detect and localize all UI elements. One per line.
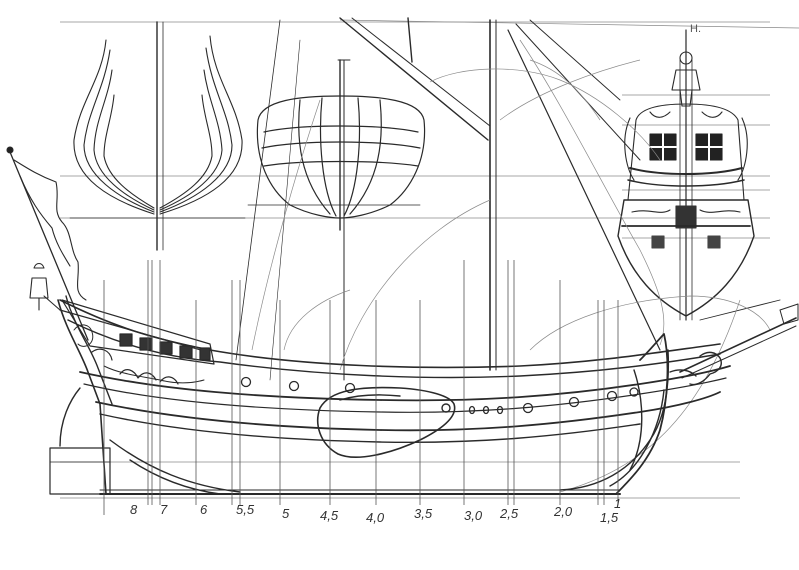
station-label-6: 6 <box>200 502 208 517</box>
station-label-1-5: 1,5 <box>600 510 619 525</box>
sail-outlines <box>251 39 771 493</box>
station-label-2-0: 2,0 <box>553 504 573 519</box>
station-lines <box>103 260 619 515</box>
body-plan-bow <box>69 21 246 251</box>
stern-view <box>617 29 755 321</box>
stern-flag <box>6 146 89 341</box>
station-label-5-5: 5,5 <box>236 502 255 517</box>
station-label-3-0: 3,0 <box>464 508 483 523</box>
stern-lantern <box>29 262 61 311</box>
station-label-7: 7 <box>160 502 168 517</box>
station-label-4-0: 4,0 <box>366 510 385 525</box>
body-plan-stern <box>247 59 426 231</box>
station-label-1: 1 <box>614 496 621 511</box>
station-label-4-5: 4,5 <box>320 508 339 523</box>
stern-castle <box>59 299 215 385</box>
station-label-8: 8 <box>130 502 138 517</box>
station-label-2-5: 2,5 <box>499 506 519 521</box>
stern-view-mark: H. <box>690 23 701 35</box>
gun-ports <box>240 376 639 415</box>
hull-profile <box>49 295 799 495</box>
station-label-3-5: 3,5 <box>414 506 433 521</box>
station-label-5: 5 <box>282 506 290 521</box>
rigging <box>235 17 781 381</box>
station-labels: 8 7 6 5,5 5 4,5 4,0 3,5 3,0 2,5 2,0 1,5 … <box>130 496 621 525</box>
